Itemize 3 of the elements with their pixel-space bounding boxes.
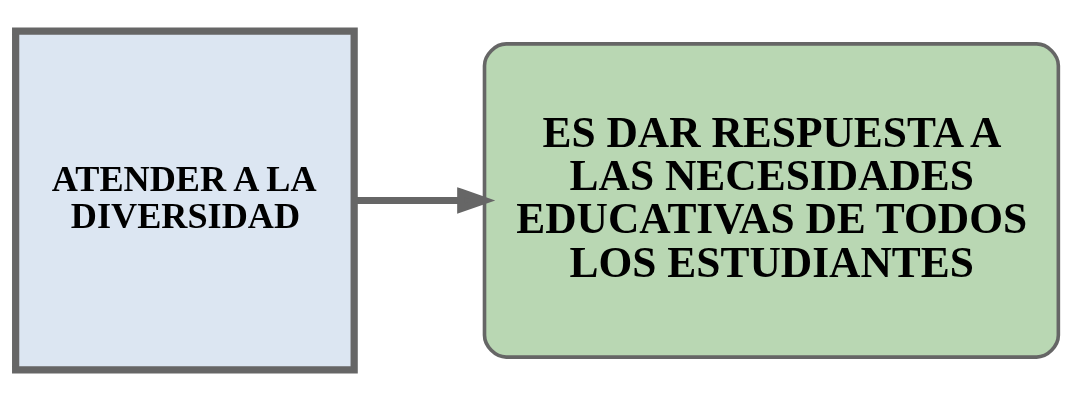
- node-box: ATENDER A LA DIVERSIDAD: [12, 27, 358, 373]
- node-box: ES DAR RESPUESTA A LAS NECESIDADES EDUCATIVAS DE TODOS LOS ESTUDIANTES: [482, 41, 1061, 359]
- arrow: [354, 186, 496, 214]
